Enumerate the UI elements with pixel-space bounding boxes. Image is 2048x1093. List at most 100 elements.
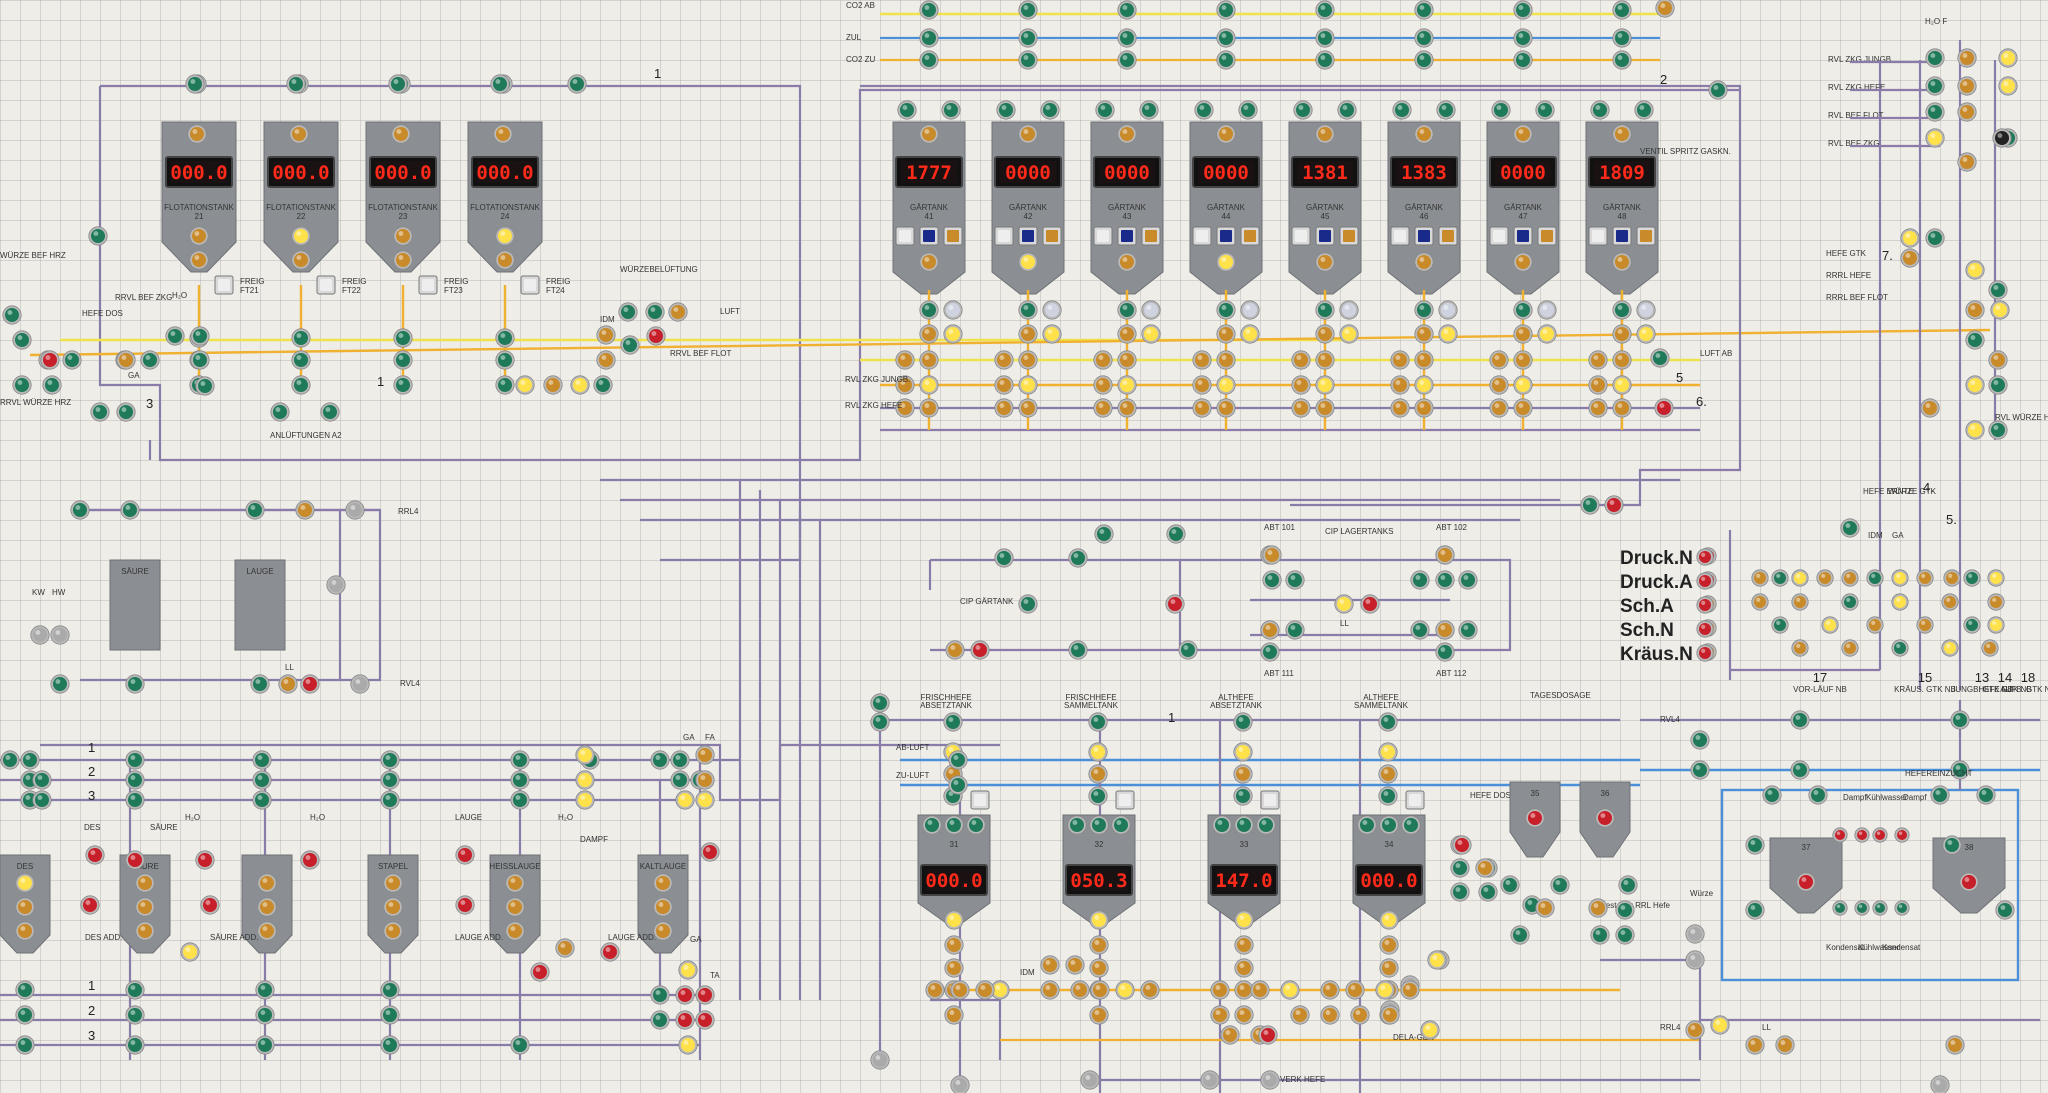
valve-lamp[interactable] bbox=[1791, 593, 1809, 611]
valve-lamp[interactable] bbox=[1525, 808, 1545, 828]
gaertank-select-button[interactable] bbox=[994, 226, 1014, 246]
valve-lamp[interactable] bbox=[1891, 593, 1909, 611]
valve-lamp[interactable] bbox=[30, 625, 50, 645]
valve-lamp[interactable] bbox=[530, 962, 550, 982]
valve-lamp[interactable] bbox=[1988, 350, 2008, 370]
valve-lamp[interactable] bbox=[1042, 324, 1062, 344]
valve-lamp[interactable] bbox=[1489, 350, 1509, 370]
valve-lamp[interactable] bbox=[1710, 1015, 1730, 1035]
gaertank-select-button[interactable] bbox=[1414, 226, 1434, 246]
valve-lamp[interactable] bbox=[1988, 420, 2008, 440]
valve-lamp[interactable] bbox=[1379, 958, 1399, 978]
valve-lamp[interactable] bbox=[1588, 398, 1608, 418]
valve-lamp[interactable] bbox=[1088, 764, 1108, 784]
valve-lamp[interactable] bbox=[1088, 712, 1108, 732]
valve-lamp[interactable] bbox=[1410, 620, 1430, 640]
valve-lamp[interactable] bbox=[670, 770, 690, 790]
valve-lamp[interactable] bbox=[85, 845, 105, 865]
valve-lamp[interactable] bbox=[1475, 858, 1495, 878]
valve-lamp[interactable] bbox=[1192, 350, 1212, 370]
valve-lamp[interactable] bbox=[1500, 875, 1520, 895]
gaertank-select-button[interactable] bbox=[1315, 226, 1335, 246]
tank-lamp[interactable] bbox=[505, 897, 525, 917]
valve-lamp[interactable] bbox=[1745, 835, 1765, 855]
gaertank-select-button[interactable] bbox=[1117, 226, 1137, 246]
tank-lamp[interactable] bbox=[257, 897, 277, 917]
valve-lamp[interactable] bbox=[1745, 900, 1765, 920]
valve-lamp[interactable] bbox=[1315, 398, 1335, 418]
valve-lamp[interactable] bbox=[944, 958, 964, 978]
valve-lamp[interactable] bbox=[925, 980, 945, 1000]
valve-lamp[interactable] bbox=[1262, 545, 1282, 565]
tank-lamp[interactable] bbox=[257, 921, 277, 941]
valve-lamp[interactable] bbox=[1258, 1025, 1278, 1045]
release-button[interactable] bbox=[214, 275, 234, 295]
valve-lamp[interactable] bbox=[1233, 786, 1253, 806]
valve-lamp[interactable] bbox=[1379, 815, 1399, 835]
valve-lamp[interactable] bbox=[1841, 639, 1859, 657]
valve-lamp[interactable] bbox=[1957, 48, 1977, 68]
valve-lamp[interactable] bbox=[1256, 815, 1276, 835]
legend-lamp[interactable] bbox=[1696, 572, 1714, 590]
valve-lamp[interactable] bbox=[1339, 324, 1359, 344]
valve-lamp[interactable] bbox=[944, 910, 964, 930]
valve-lamp[interactable] bbox=[1513, 50, 1533, 70]
valve-lamp[interactable] bbox=[1117, 375, 1137, 395]
valve-lamp[interactable] bbox=[1375, 980, 1395, 1000]
clock-dial[interactable] bbox=[1537, 300, 1557, 320]
valve-lamp[interactable] bbox=[32, 790, 52, 810]
valve-lamp[interactable] bbox=[1390, 375, 1410, 395]
valve-lamp[interactable] bbox=[50, 674, 70, 694]
valve-lamp[interactable] bbox=[575, 770, 595, 790]
gaertank-select-button[interactable] bbox=[1513, 226, 1533, 246]
tank-top-lamp[interactable] bbox=[289, 124, 309, 144]
valve-lamp[interactable] bbox=[2, 305, 22, 325]
valve-lamp[interactable] bbox=[1854, 827, 1870, 843]
valve-lamp[interactable] bbox=[1068, 640, 1088, 660]
valve-lamp[interactable] bbox=[944, 815, 964, 835]
valve-lamp[interactable] bbox=[1588, 350, 1608, 370]
valve-lamp[interactable] bbox=[1262, 570, 1282, 590]
valve-lamp[interactable] bbox=[195, 850, 215, 870]
valve-lamp[interactable] bbox=[1452, 835, 1472, 855]
tank-lamp[interactable] bbox=[383, 921, 403, 941]
valve-lamp[interactable] bbox=[1751, 593, 1769, 611]
valve-lamp[interactable] bbox=[1894, 827, 1910, 843]
valve-lamp[interactable] bbox=[919, 300, 939, 320]
tank-lamp[interactable] bbox=[653, 897, 673, 917]
valve-lamp[interactable] bbox=[1650, 348, 1670, 368]
valve-lamp[interactable] bbox=[650, 750, 670, 770]
valve-lamp[interactable] bbox=[1990, 300, 2010, 320]
valve-lamp[interactable] bbox=[1315, 324, 1335, 344]
valve-lamp[interactable] bbox=[1965, 260, 1985, 280]
valve-lamp[interactable] bbox=[1900, 228, 1920, 248]
clock-dial[interactable] bbox=[1141, 300, 1161, 320]
valve-lamp[interactable] bbox=[1708, 80, 1728, 100]
valve-lamp[interactable] bbox=[291, 350, 311, 370]
valve-lamp[interactable] bbox=[380, 750, 400, 770]
gaertank-select-button[interactable] bbox=[1636, 226, 1656, 246]
valve-lamp[interactable] bbox=[1315, 300, 1335, 320]
valve-lamp[interactable] bbox=[1401, 815, 1421, 835]
valve-lamp[interactable] bbox=[596, 325, 616, 345]
valve-lamp[interactable] bbox=[1796, 872, 1816, 892]
valve-lamp[interactable] bbox=[1234, 980, 1254, 1000]
valve-lamp[interactable] bbox=[1234, 958, 1254, 978]
valve-lamp[interactable] bbox=[291, 328, 311, 348]
valve-lamp[interactable] bbox=[1550, 875, 1570, 895]
valve-lamp[interactable] bbox=[1957, 152, 1977, 172]
valve-lamp[interactable] bbox=[1414, 300, 1434, 320]
valve-lamp[interactable] bbox=[495, 328, 515, 348]
settling-select-button[interactable] bbox=[1115, 790, 1135, 810]
valve-lamp[interactable] bbox=[975, 980, 995, 1000]
clock-dial[interactable] bbox=[1438, 300, 1458, 320]
valve-lamp[interactable] bbox=[255, 980, 275, 1000]
valve-lamp[interactable] bbox=[1090, 980, 1110, 1000]
tank-outlet-lamp[interactable] bbox=[189, 250, 209, 270]
valve-lamp[interactable] bbox=[620, 335, 640, 355]
valve-lamp[interactable] bbox=[190, 326, 210, 346]
valve-lamp[interactable] bbox=[62, 350, 82, 370]
valve-lamp[interactable] bbox=[1216, 324, 1236, 344]
valve-lamp[interactable] bbox=[1435, 642, 1455, 662]
valve-lamp[interactable] bbox=[948, 750, 968, 770]
